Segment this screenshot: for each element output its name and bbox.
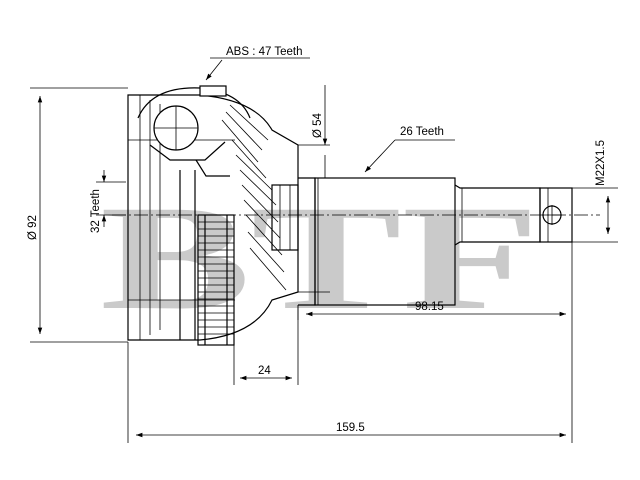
dim-shaft-length: 98.15 <box>297 242 573 320</box>
shaft <box>298 177 573 306</box>
dim-outer-teeth: 26 Teeth <box>364 126 455 173</box>
thread-label: M22X1.5 <box>595 140 607 186</box>
dim-overall-length: 159.5 <box>127 320 573 443</box>
outer-diameter-label: Ø 92 <box>27 215 39 240</box>
dim-inner-teeth: 32 Teeth <box>90 170 126 233</box>
dim-abs-teeth: ABS : 47 Teeth <box>205 46 310 81</box>
inner-teeth-label: 32 Teeth <box>90 189 102 233</box>
seal-diameter-label: Ø 54 <box>312 112 324 138</box>
dim-outer-diameter: Ø 92 <box>27 87 128 343</box>
dim-inner-length: 24 <box>233 305 299 385</box>
outer-teeth-label: 26 Teeth <box>400 126 444 138</box>
dim-thread: M22X1.5 <box>572 140 618 243</box>
dim-seal-diameter: Ø 54 <box>298 85 330 293</box>
seal-neck <box>271 184 299 251</box>
shaft-length-label: 98.15 <box>415 301 444 313</box>
ball-cage <box>137 85 251 177</box>
overall-length-label: 159.5 <box>336 422 365 434</box>
abs-tone-ring <box>197 214 235 346</box>
watermark: BTF <box>100 175 540 341</box>
abs-teeth-label: ABS : 47 Teeth <box>226 46 303 58</box>
inner-length-label: 24 <box>258 365 271 377</box>
